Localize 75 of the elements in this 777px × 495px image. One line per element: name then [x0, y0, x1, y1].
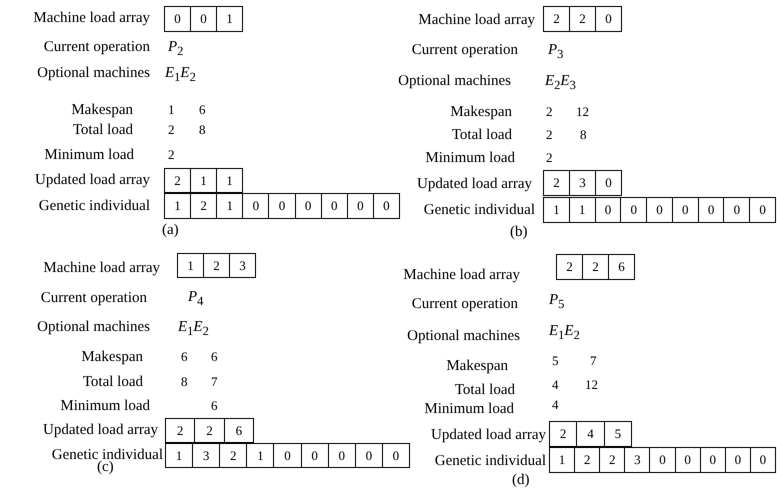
row-label: Current operation	[412, 41, 518, 59]
row-label: Current operation	[44, 38, 150, 56]
value: 4	[552, 376, 558, 394]
value: 6	[181, 348, 188, 366]
row-label: Optional machines	[37, 64, 150, 82]
row-label: Genetic individual	[424, 201, 535, 219]
row-label: Makespan	[446, 357, 508, 375]
array-box: 2 4 5	[549, 421, 632, 447]
value: 2	[546, 103, 552, 121]
row-label: Total load	[82, 373, 143, 391]
row-label: Updated load array	[35, 171, 150, 189]
row-label: Makespan	[450, 103, 512, 121]
row-label: Minimum load	[425, 149, 515, 167]
array-box: 1 1 0 0 0 0 0 0 0	[543, 197, 776, 223]
value: 7	[590, 352, 596, 370]
panel-label: (b)	[510, 223, 528, 241]
value: 1	[168, 101, 174, 119]
value: 2	[546, 149, 552, 167]
value: 2	[168, 146, 174, 164]
row-label: Makespan	[81, 348, 143, 366]
operation-symbol: P$_{3}$	[548, 41, 564, 63]
array-box: 1 2 3	[177, 253, 256, 278]
row-label: Optional machines	[407, 327, 520, 345]
row-label: Genetic individual	[434, 452, 546, 470]
value: 12	[576, 103, 589, 121]
value: 8	[580, 126, 586, 144]
value: 7	[211, 373, 218, 391]
machine-symbols: E$_{2}$E$_{3}$	[545, 72, 576, 94]
row-label: Machine load array	[43, 259, 160, 277]
array-box: 2 3 0	[543, 170, 622, 196]
operation-symbol: P$_{5}$	[549, 291, 564, 313]
array-box: 2 2 6	[165, 418, 254, 443]
row-label: Minimum load	[60, 397, 150, 415]
array-box: 1 3 2 1 0 0 0 0 0	[165, 443, 410, 468]
array-box: 2 2 6	[556, 254, 635, 280]
value: 12	[585, 376, 598, 394]
row-label: Current operation	[40, 289, 147, 307]
row-label: Minimum load	[424, 400, 514, 418]
value: 6	[211, 397, 218, 415]
row-label: Updated load array	[417, 175, 532, 193]
panel-label: (a)	[162, 221, 179, 239]
value: 2	[546, 126, 552, 144]
row-label: Total load	[72, 121, 133, 139]
row-label: Optional machines	[398, 72, 511, 90]
machine-symbols: E$_{1}$E$_{2}$	[165, 64, 196, 86]
row-label: Genetic individual	[38, 197, 150, 215]
machine-symbols: E$_{1}$E$_{2}$	[549, 322, 580, 344]
array-box: 0 0 1	[164, 6, 243, 32]
row-label: Machine load array	[418, 11, 535, 29]
row-label: Makespan	[71, 101, 133, 119]
row-label: Updated load array	[431, 426, 546, 444]
value: 5	[552, 352, 558, 370]
row-label: Minimum load	[44, 146, 134, 164]
panel-label: (c)	[97, 459, 114, 476]
row-label: Optional machines	[37, 318, 150, 336]
row-label: Total load	[454, 381, 515, 399]
array-box: 1 2 1 0 0 0 0 0 0	[164, 193, 400, 219]
array-box: 2 2 0	[543, 6, 622, 32]
value: 6	[199, 101, 206, 119]
panel-label: (d)	[512, 471, 530, 489]
value: 8	[181, 373, 188, 391]
array-box: 2 1 1	[164, 168, 243, 193]
array-box: 1 2 2 3 0 0 0 0 0	[549, 447, 776, 473]
value: 2	[168, 121, 174, 139]
value: 6	[211, 348, 218, 366]
value: 8	[199, 121, 206, 139]
row-label: Current operation	[412, 295, 518, 313]
row-label: Machine load array	[33, 9, 150, 27]
row-label: Total load	[452, 126, 512, 144]
operation-symbol: P$_{4}$	[188, 288, 204, 310]
operation-symbol: P$_{2}$	[168, 38, 184, 60]
row-label: Updated load array	[43, 421, 158, 439]
machine-symbols: E$_{1}$E$_{2}$	[178, 318, 209, 340]
row-label: Machine load array	[403, 266, 520, 284]
value: 4	[552, 396, 558, 414]
